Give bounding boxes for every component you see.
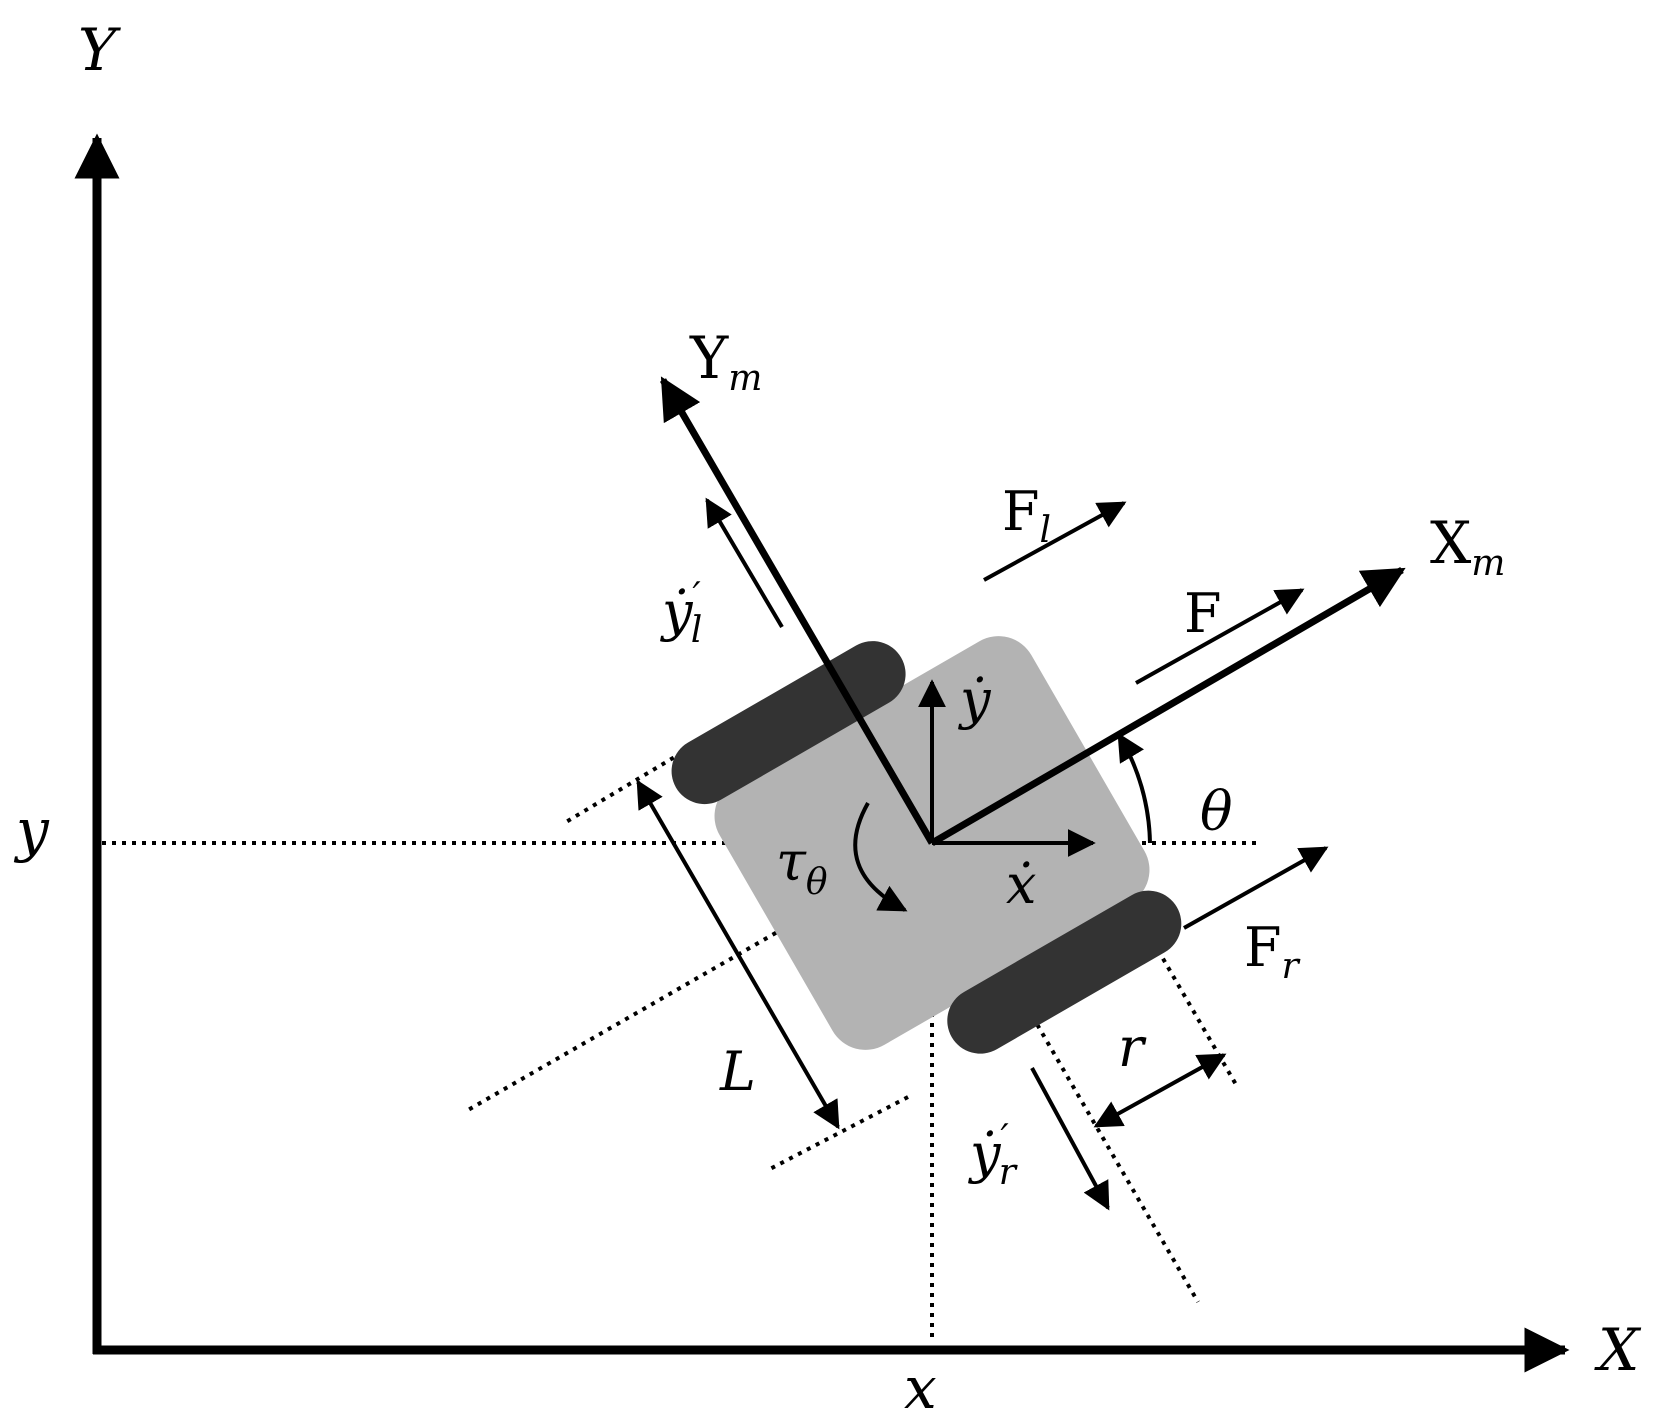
robot-frame-axes	[659, 376, 1406, 847]
robot-xm-label: Xm	[1430, 509, 1505, 584]
right-force-arrow	[1183, 846, 1329, 930]
left-wheel	[671, 641, 906, 805]
y-dot-label: ẏ	[958, 668, 992, 731]
right-wheel-extension	[767, 1095, 909, 1172]
net-force-arrow	[1135, 588, 1305, 685]
right-force-label: Fr	[1244, 916, 1300, 987]
torque-label: τθ	[776, 830, 828, 903]
left-force-label: Fl	[1002, 480, 1051, 551]
x-dot-label: ẋ	[1006, 853, 1036, 916]
right-wheel-velocity-arrow	[1030, 1067, 1110, 1211]
y-coordinate-label: y	[13, 796, 50, 864]
left-wheel-velocity-arrow	[705, 497, 784, 629]
wheelbase-label: L	[719, 1040, 756, 1103]
left-force-arrow	[983, 501, 1127, 582]
theta-arc	[1117, 732, 1152, 844]
robot-ym-label: Ym	[689, 324, 762, 399]
robot-ym-axis	[659, 376, 936, 845]
velocity-vectors	[705, 497, 1110, 1211]
left-wheel-velocity-label: ẏ′l	[660, 576, 702, 651]
dimension-markers	[636, 732, 1227, 1130]
right-wheel-velocity-label: ẏ′r	[968, 1118, 1018, 1193]
force-vectors	[853, 501, 1329, 930]
world-y-axis-label: Y	[78, 16, 121, 84]
world-x-axis-label: X	[1594, 1316, 1642, 1384]
body-axis-extension	[930, 841, 1200, 1304]
torque-arc	[853, 802, 908, 912]
x-coordinate-label: x	[904, 1354, 937, 1419]
labels: Y X y x Ym Xm Fl F Fr θ ẋ ẏ ẏ′l ẏ′r τθ L…	[13, 16, 1642, 1419]
right-wheel	[947, 890, 1182, 1054]
net-force-label: F	[1184, 582, 1221, 645]
world-axes	[74, 133, 1570, 1373]
robot-xm-axis	[930, 566, 1406, 847]
wheel-radius-dimension-arrow	[1093, 1053, 1227, 1128]
wheelbase-dimension-arrow	[636, 779, 840, 1130]
wheel-radius-label: r	[1118, 1016, 1147, 1079]
left-wheel-extension	[564, 735, 710, 824]
theta-label: θ	[1200, 780, 1233, 843]
